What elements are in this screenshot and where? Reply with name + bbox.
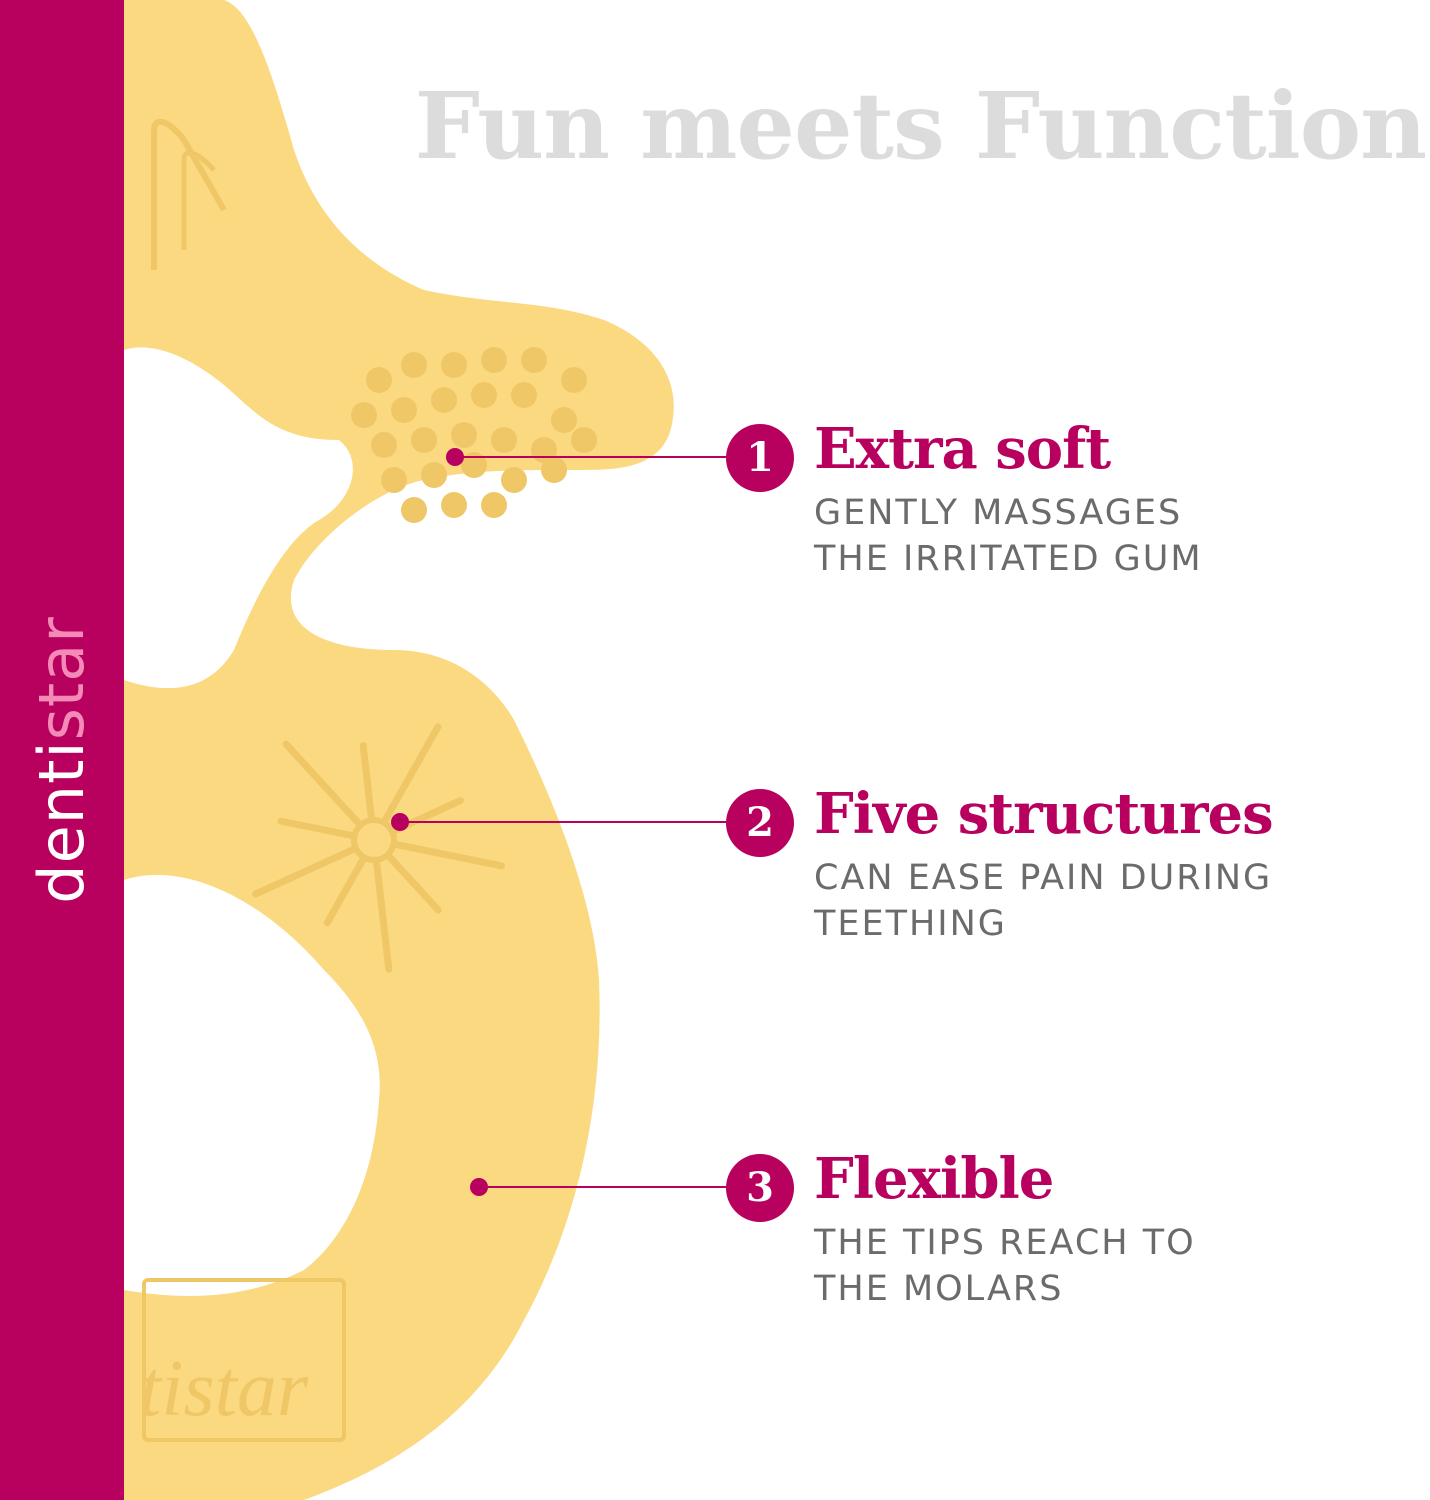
feature-description-line: CAN EASE PAIN DURING: [814, 858, 1273, 898]
feature-title: Five structures: [814, 781, 1274, 847]
massage-nub: [366, 367, 392, 393]
headline: Fun meets Function: [414, 72, 1427, 180]
massage-nub: [381, 467, 407, 493]
feature-number-badge: 1: [726, 424, 794, 492]
massage-nub: [461, 452, 487, 478]
massage-nub: [401, 352, 427, 378]
feature-title: Extra soft: [814, 416, 1111, 482]
callout-dot-2: [391, 813, 409, 831]
massage-nub: [421, 462, 447, 488]
callout-dot-3: [470, 1178, 488, 1196]
massage-nub: [551, 407, 577, 433]
massage-nub: [391, 397, 417, 423]
teether-imprint: tistar: [139, 1345, 309, 1433]
callout-dot-1: [446, 448, 464, 466]
massage-nub: [561, 367, 587, 393]
teether-body: [124, 0, 674, 1500]
callout-line-1: [455, 456, 745, 458]
teether-illustration: tistar: [124, 0, 674, 1500]
feature-description-line: TEETHING: [814, 904, 1007, 944]
feature-description-line: GENTLY MASSAGES: [814, 493, 1183, 533]
teether-ridge: [151, 118, 227, 270]
massage-nub: [401, 497, 427, 523]
massage-nub: [521, 347, 547, 373]
callout-line-2: [400, 821, 745, 823]
brand-sidebar: dentistar: [0, 0, 124, 1500]
massage-nub: [471, 382, 497, 408]
imprint-frame: [142, 1278, 346, 1442]
massage-nub: [501, 467, 527, 493]
feature-description: CAN EASE PAIN DURING TEETHING: [814, 855, 1374, 947]
massage-nub: [481, 492, 507, 518]
feature-description-line: THE MOLARS: [814, 1269, 1064, 1309]
massage-nub: [351, 402, 377, 428]
feature-description: THE TIPS REACH TO THE MOLARS: [814, 1220, 1374, 1312]
massage-nub: [431, 387, 457, 413]
feature-title: Flexible: [814, 1146, 1054, 1212]
teether-ridge-inner: [181, 150, 216, 250]
massage-nub: [511, 382, 537, 408]
feature-number-badge: 3: [726, 1154, 794, 1222]
brand-logo-part-a: denti: [25, 740, 98, 904]
feature-description-line: THE IRRITATED GUM: [814, 539, 1203, 579]
starburst-structure: [252, 723, 505, 973]
massage-nub: [411, 427, 437, 453]
brand-logo: dentistar: [25, 616, 98, 903]
massage-nub: [371, 432, 397, 458]
massage-nub: [441, 352, 467, 378]
feature-description-line: THE TIPS REACH TO: [814, 1223, 1196, 1263]
massage-nub: [481, 347, 507, 373]
starburst-hub: [351, 817, 397, 863]
massage-nub: [441, 492, 467, 518]
massage-nub: [571, 427, 597, 453]
massage-nub: [491, 427, 517, 453]
brand-logo-part-b: star: [25, 616, 98, 741]
massage-nubs: [351, 347, 597, 523]
feature-description: GENTLY MASSAGES THE IRRITATED GUM: [814, 490, 1374, 582]
massage-nub: [541, 457, 567, 483]
callout-line-3: [479, 1186, 745, 1188]
massage-nub: [451, 422, 477, 448]
feature-number-badge: 2: [726, 789, 794, 857]
